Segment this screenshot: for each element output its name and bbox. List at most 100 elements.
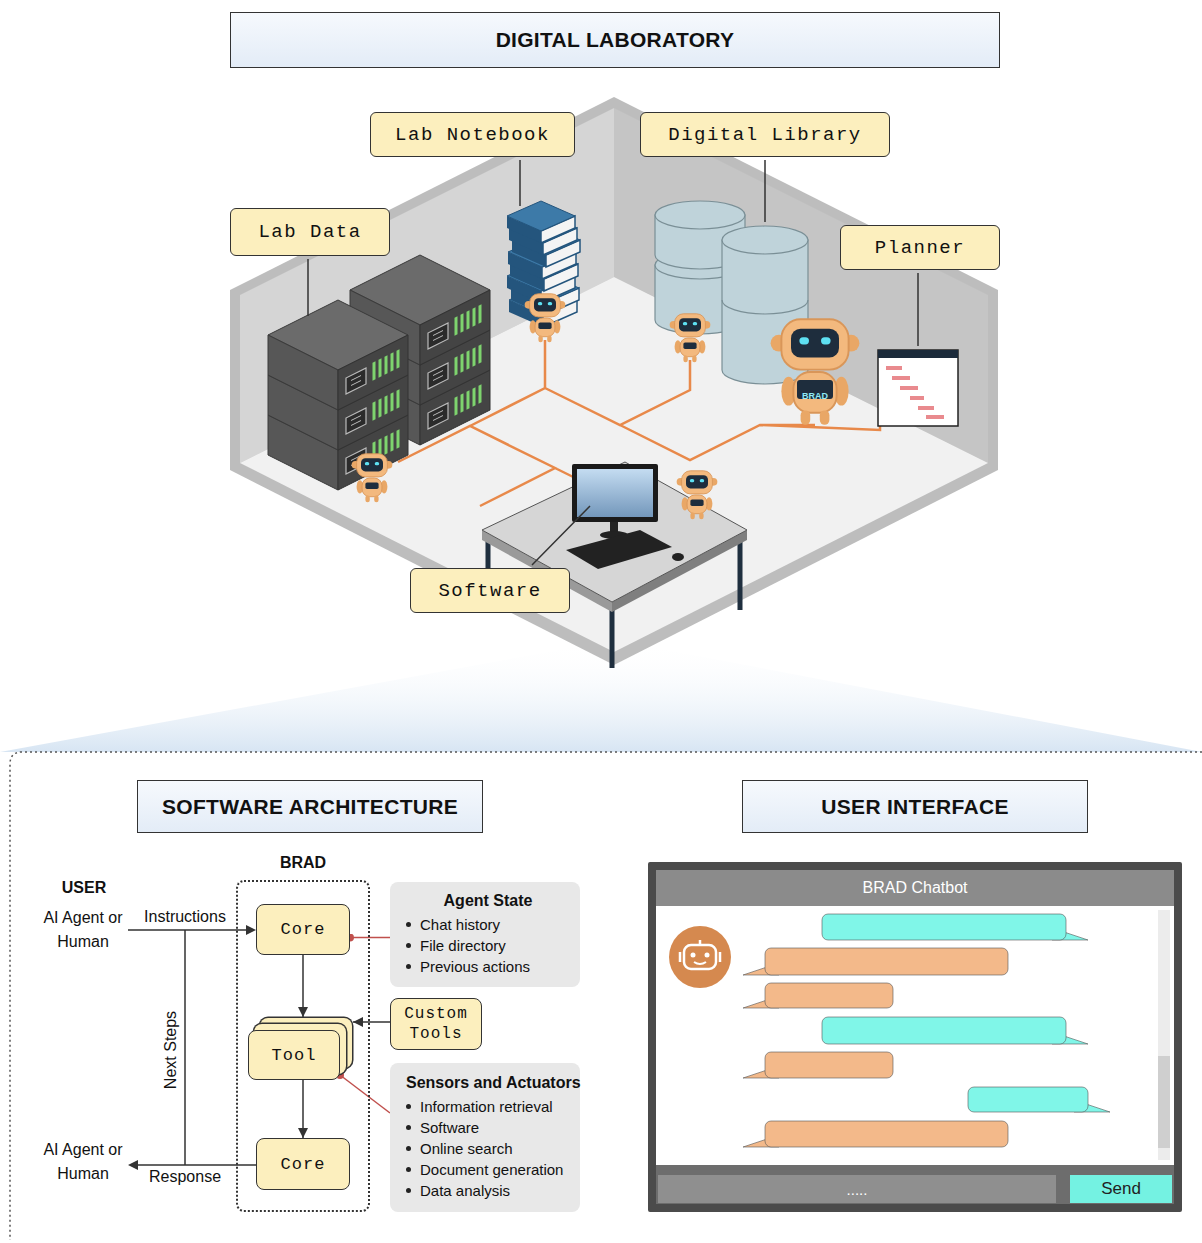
flow-label: Next Steps — [162, 1011, 180, 1089]
text-run: ..... — [847, 1181, 868, 1198]
text-run: Document generation — [420, 1159, 563, 1180]
bullet-dot — [406, 1167, 411, 1172]
callout-label: Lab Data — [258, 221, 361, 243]
chat-bubble — [822, 914, 1066, 940]
list-item: Data analysis — [406, 1180, 570, 1201]
link-line — [340, 1075, 390, 1113]
avatar-eye — [705, 953, 710, 958]
user-bubbles — [822, 914, 1110, 1112]
text-run: Send — [1101, 1179, 1141, 1198]
chat-bubble — [822, 1017, 1066, 1044]
mouse — [672, 553, 684, 561]
monitor-frame — [572, 464, 658, 522]
callout-label: Software — [438, 580, 541, 602]
core-module: Core — [256, 1138, 350, 1190]
avatar-mouth — [694, 962, 706, 964]
callout-box: Planner — [840, 225, 1000, 270]
chat-ui — [656, 870, 1174, 1204]
robot — [525, 294, 566, 342]
flow-arrow — [353, 1021, 390, 1023]
room-floor — [240, 277, 988, 652]
planner-chart — [878, 350, 958, 426]
module-label: Core — [281, 920, 326, 939]
bullet-dot — [406, 922, 411, 927]
chat-bubble — [765, 1121, 1008, 1147]
chat-bubble — [765, 1052, 893, 1078]
link-line — [350, 937, 390, 939]
text-run: Core — [281, 1155, 326, 1174]
list-item: File directory — [406, 935, 570, 956]
info-panel: Sensors and ActuatorsInformation retriev… — [390, 1063, 580, 1212]
actor-label: AI Agent or Human — [43, 1138, 123, 1186]
arrow-head — [246, 925, 256, 935]
avatar-ears — [680, 940, 720, 962]
bullet-dot — [406, 964, 411, 969]
database-top — [655, 201, 745, 229]
text-run: USER INTERFACE — [821, 795, 1008, 818]
brad-robot — [771, 319, 860, 425]
text-run: Software — [420, 1117, 479, 1138]
text-run: Sensors and Actuators — [406, 1074, 581, 1091]
module-label: Custom Tools — [397, 1004, 475, 1044]
chat-bubble — [765, 983, 893, 1008]
flow-arrow — [302, 955, 304, 1017]
title-box: DIGITAL LABORATORY — [230, 12, 1000, 68]
text-run: Data analysis — [420, 1180, 510, 1201]
planner-header — [878, 350, 958, 358]
room-shell — [230, 97, 998, 665]
text-run: File directory — [420, 935, 506, 956]
bullet-dot — [406, 1188, 411, 1193]
callout-box: Lab Data — [230, 208, 390, 256]
flow-label: Instructions — [144, 908, 226, 926]
module-label: Tool — [272, 1046, 317, 1065]
callout-box: Software — [410, 568, 570, 613]
bullet-dot — [406, 1104, 411, 1109]
list-item: Document generation — [406, 1159, 570, 1180]
agent-name: BRAD — [238, 854, 368, 872]
arrow-head — [128, 1160, 138, 1170]
section-title: SOFTWARE ARCHITECTURE — [162, 795, 458, 819]
bot-avatar — [669, 926, 731, 988]
diagram-title: DIGITAL LABORATORY — [496, 28, 735, 52]
gantt-bars — [886, 368, 944, 417]
callout-box: Lab Notebook — [370, 112, 575, 157]
text-run: Tool — [272, 1046, 317, 1065]
chat-window: BRAD Chatbot.....Send — [648, 862, 1182, 1212]
bullet-dot — [406, 1146, 411, 1151]
bullet-dot — [406, 1125, 411, 1130]
detail-frame — [10, 752, 1202, 1240]
list-item: Chat history — [406, 914, 570, 935]
text-run: Agent State — [444, 892, 533, 909]
lab-room — [230, 97, 998, 665]
section-header: USER INTERFACE — [742, 780, 1088, 833]
chat-bubble — [968, 1087, 1088, 1112]
database-band — [722, 300, 808, 314]
list-item: Software — [406, 1117, 570, 1138]
bot-bubbles — [743, 948, 1008, 1147]
text-run: Lab Notebook — [395, 124, 550, 146]
robot — [670, 314, 711, 362]
text-run: Core — [281, 920, 326, 939]
text-run: Chat history — [420, 914, 500, 935]
panel-title: Agent State — [406, 892, 570, 910]
section-title: USER INTERFACE — [821, 795, 1008, 819]
list-item: Information retrieval — [406, 1096, 570, 1117]
list-item: Previous actions — [406, 956, 570, 977]
agent-boundary: BRADCoreToolCore — [236, 880, 370, 1212]
panel-title: Sensors and Actuators — [406, 1074, 570, 1092]
list-item: Online search — [406, 1138, 570, 1159]
info-panel: Agent StateChat historyFile directoryPre… — [390, 882, 580, 987]
text-run: Planner — [875, 237, 965, 259]
text-run: Digital Library — [668, 124, 862, 146]
robots — [352, 294, 860, 519]
avatar-head — [684, 945, 716, 969]
text-run: Information retrieval — [420, 1096, 553, 1117]
text-run: Lab Data — [258, 221, 361, 243]
avatar-eye — [691, 953, 696, 958]
chat-bubble — [765, 948, 1008, 975]
input-bar — [656, 1165, 1174, 1204]
chat-body — [656, 870, 1174, 1204]
core-module: Core — [256, 904, 350, 955]
scroll-track — [1158, 910, 1170, 1160]
